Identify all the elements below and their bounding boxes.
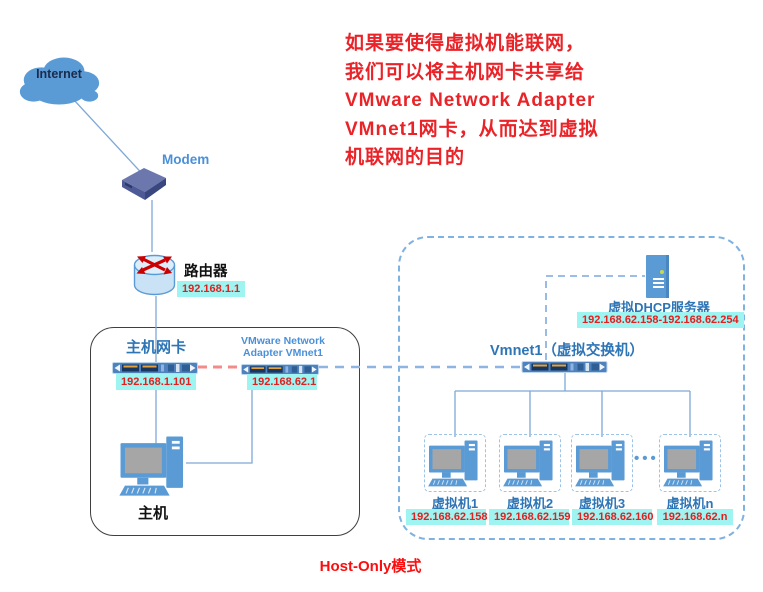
vmn-icon bbox=[659, 434, 721, 492]
internet-label: Internet bbox=[36, 67, 82, 81]
annotation-line: VMnet1网卡，从而达到虚拟 bbox=[345, 118, 599, 140]
modem-label: Modem bbox=[162, 152, 210, 167]
dhcp-server-label: 虚拟DHCP服务器 bbox=[608, 300, 710, 315]
vm1-icon bbox=[424, 434, 486, 492]
annotation-line: 我们可以将主机网卡共享给 bbox=[345, 61, 586, 83]
host-nic-icon bbox=[112, 361, 198, 373]
vm1-label: 虚拟机1 bbox=[431, 496, 479, 511]
dhcp-server-icon bbox=[646, 255, 669, 298]
line-internet-modem bbox=[73, 99, 149, 181]
vmnet-adapter-ip-badge: 192.168.62.1 bbox=[247, 374, 317, 390]
annotation-line: VMware Network Adapter bbox=[345, 90, 596, 111]
vmnet-adapter-label: VMware Network Adapter VMnet1 bbox=[240, 335, 326, 359]
host-nic-ip-badge: 192.168.1.101 bbox=[116, 374, 196, 390]
vmnet-adapter-icon bbox=[241, 362, 319, 373]
virtual-switch-label: Vmnet1（虚拟交换机） bbox=[490, 343, 644, 359]
host-machine-box bbox=[90, 327, 360, 536]
cloud-icon bbox=[19, 57, 100, 105]
vmn-ip-badge: 192.168.62.n bbox=[657, 509, 733, 525]
modem-icon bbox=[120, 165, 168, 203]
router-icon bbox=[130, 250, 179, 299]
internet-cloud: Internet bbox=[12, 50, 106, 114]
vmn-label: 虚拟机n bbox=[666, 496, 714, 511]
host-nic-label: 主机网卡 bbox=[126, 339, 187, 356]
ellipsis-dots: ••• bbox=[634, 450, 659, 467]
virtual-network-box bbox=[398, 236, 745, 540]
vm1-ip-badge: 192.168.62.158 bbox=[406, 509, 487, 525]
router-ip-badge: 192.168.1.1 bbox=[177, 281, 246, 297]
annotation-line: 如果要使得虚拟机能联网， bbox=[345, 33, 586, 54]
dhcp-ip-range-badge: 192.168.62.158-192.168.62.254 bbox=[577, 312, 744, 328]
line-switch-dhcp bbox=[545, 275, 645, 360]
host-computer-icon bbox=[118, 432, 190, 499]
annotation-text: 如果要使得虚拟机能联网， 我们可以将主机网卡共享给 VMware Network… bbox=[345, 30, 655, 173]
vm3-label: 虚拟机3 bbox=[578, 496, 626, 511]
vm3-ip-badge: 192.168.62.160 bbox=[572, 509, 653, 525]
router-label: 路由器 bbox=[184, 264, 228, 280]
vm2-ip-badge: 192.168.62.159 bbox=[489, 509, 570, 525]
line-adapter-hostpc bbox=[186, 373, 253, 464]
diagram-title: Host-Only模式 bbox=[319, 558, 422, 575]
vm2-icon bbox=[499, 434, 561, 492]
host-computer-label: 主机 bbox=[138, 505, 169, 522]
virtual-switch-icon bbox=[521, 360, 608, 372]
annotation-line: 机联网的目的 bbox=[345, 147, 466, 168]
vm2-label: 虚拟机2 bbox=[506, 496, 554, 511]
vm3-icon bbox=[571, 434, 633, 492]
